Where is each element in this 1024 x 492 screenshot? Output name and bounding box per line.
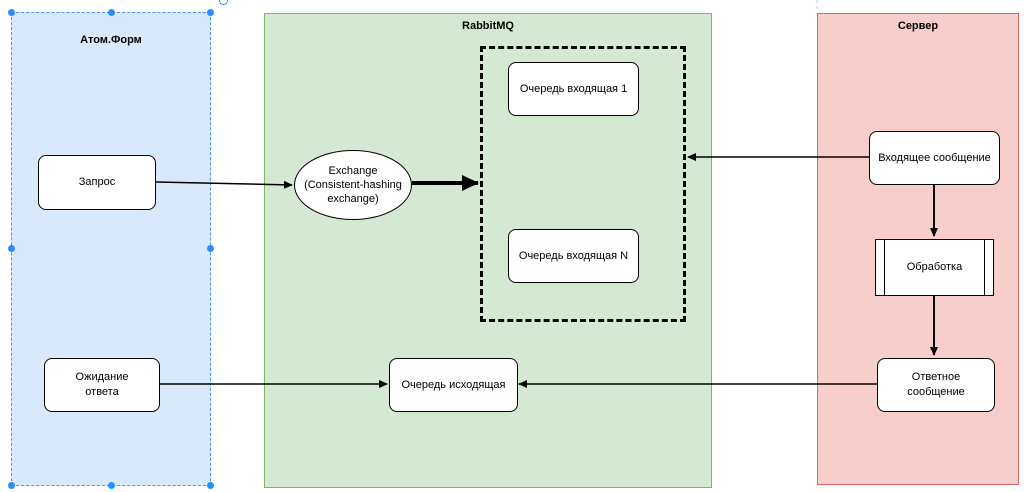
- incoming-message-node[interactable]: Входящее сообщение: [869, 131, 1000, 185]
- pool-server-title: Сервер: [897, 20, 939, 32]
- waiting-response-node[interactable]: Ожидание ответа: [44, 358, 160, 412]
- pool-atom-form[interactable]: Атом.Форм: [11, 12, 211, 486]
- processing-right-bar: [984, 239, 994, 296]
- selection-handle-middle-right[interactable]: [207, 245, 214, 252]
- exchange-node[interactable]: Exchange (Consistent-hashing exchange): [294, 150, 412, 220]
- pool-rabbitmq-title: RabbitMQ: [462, 20, 514, 32]
- incoming-queue-n-node[interactable]: Очередь входящая N: [508, 229, 639, 283]
- incoming-queue-1-node[interactable]: Очередь входящая 1: [508, 62, 639, 116]
- selection-handle-bottom-left[interactable]: [8, 482, 15, 489]
- selection-handle-bottom-center[interactable]: [108, 482, 115, 489]
- selection-handle-top-left[interactable]: [8, 9, 15, 16]
- pool-atom-form-title: Атом.Форм: [80, 34, 142, 46]
- processing-node[interactable]: Обработка: [875, 239, 994, 296]
- selection-handle-top-right[interactable]: [207, 9, 214, 16]
- reply-message-node[interactable]: Ответное сообщение: [877, 358, 995, 412]
- selection-handle-middle-left[interactable]: [8, 245, 15, 252]
- rotate-handle-icon[interactable]: [219, 0, 228, 5]
- request-node[interactable]: Запрос: [38, 155, 156, 210]
- processing-left-bar: [875, 239, 885, 296]
- queue-group-frame[interactable]: [480, 46, 686, 322]
- selection-handle-bottom-right[interactable]: [207, 482, 214, 489]
- outgoing-queue-node[interactable]: Очередь исходящая: [389, 358, 518, 412]
- selection-handle-top-center[interactable]: [108, 9, 115, 16]
